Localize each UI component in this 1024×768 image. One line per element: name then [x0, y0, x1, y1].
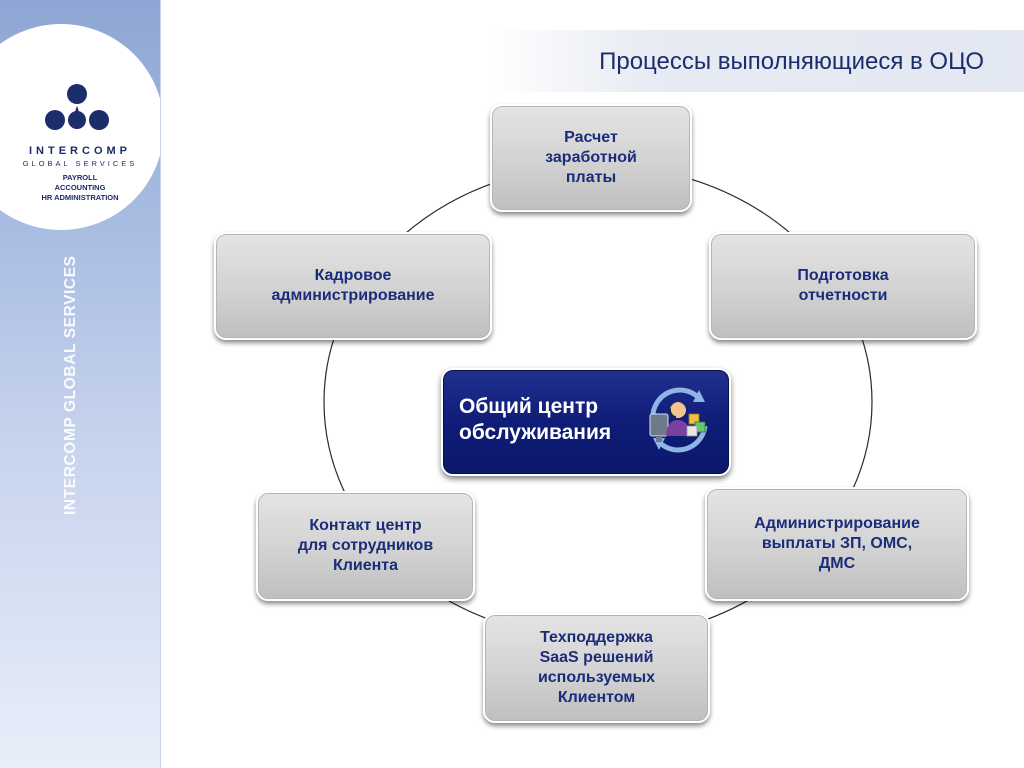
- logo-subtitle: GLOBAL SERVICES: [22, 159, 138, 168]
- center-node: Общий центр обслуживания: [441, 368, 731, 476]
- node-benefits: Администрирование выплаты ЗП, ОМС, ДМС: [705, 487, 969, 601]
- node-hr-admin-label: Кадровое администрирование: [271, 267, 435, 304]
- node-benefits-label: Администрирование выплаты ЗП, ОМС, ДМС: [754, 515, 920, 572]
- logo-service-accounting: ACCOUNTING: [54, 183, 106, 192]
- node-hr-admin: Кадровое администрирование: [214, 232, 492, 340]
- node-saas-support-label: Техподдержка SaaS решений используемых К…: [537, 629, 656, 706]
- node-payroll-label: Расчет заработной платы: [545, 129, 637, 186]
- node-saas-support: Техподдержка SaaS решений используемых К…: [483, 613, 710, 723]
- node-reporting-label: Подготовка отчетности: [797, 267, 889, 304]
- node-payroll: Расчет заработной платы: [490, 104, 692, 212]
- logo-services: PAYROLL ACCOUNTING HR ADMINISTRATION: [0, 173, 160, 203]
- operator-headset-icon: [649, 387, 708, 453]
- node-contact-center-label: Контакт центр для сотрудников Клиента: [297, 517, 434, 574]
- logo-service-payroll: PAYROLL: [62, 173, 98, 182]
- logo-name: INTERCOMP: [29, 145, 131, 157]
- node-contact-center: Контакт центр для сотрудников Клиента: [256, 491, 475, 601]
- center-node-label: Общий центр обслуживания: [459, 395, 612, 444]
- logo-service-hr: HR ADMINISTRATION: [41, 193, 119, 202]
- node-reporting: Подготовка отчетности: [709, 232, 977, 340]
- title-bar: [490, 30, 1024, 92]
- intercomp-logo-icon: [45, 84, 109, 130]
- slide-title: Процессы выполняющиеся в ОЦО: [599, 48, 984, 75]
- sidebar: INTERCOMP GLOBAL SERVICES PAYROLL ACCOUN…: [0, 0, 161, 768]
